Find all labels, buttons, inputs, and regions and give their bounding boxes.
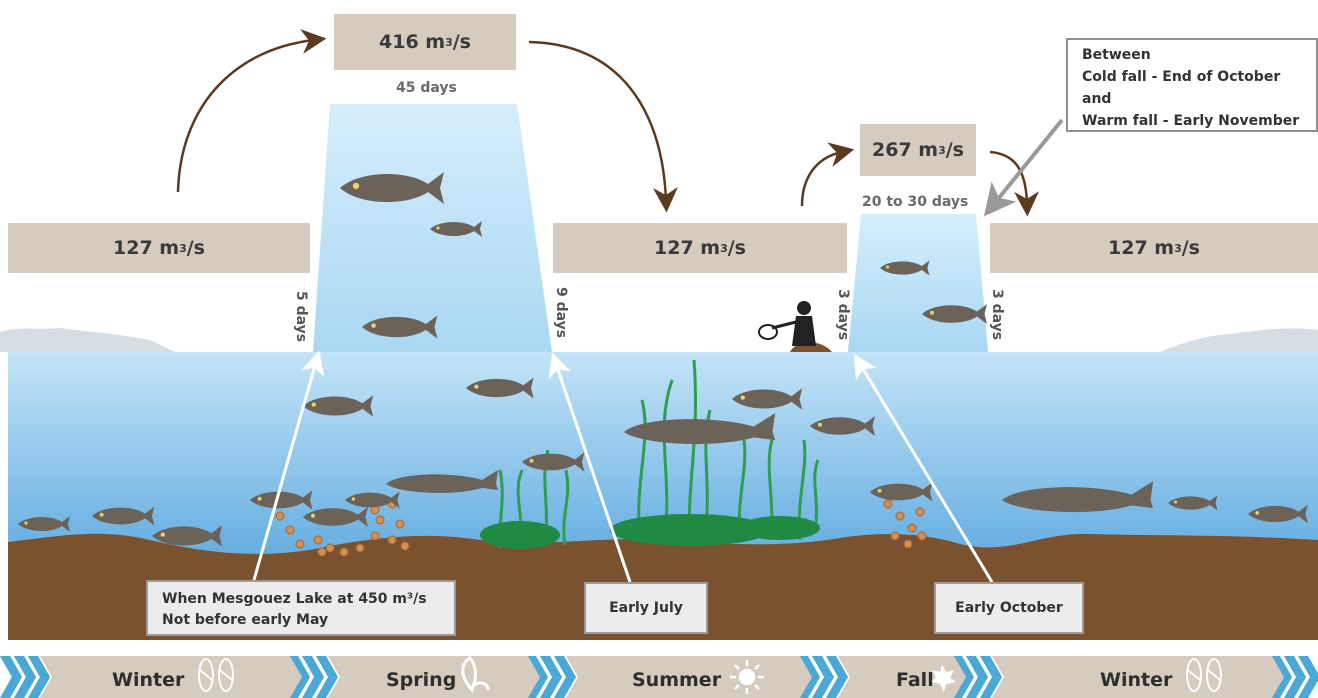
flow-value: 416 m bbox=[379, 31, 446, 53]
note-pointer-arrow bbox=[983, 118, 1064, 217]
shoreline-left bbox=[0, 328, 175, 352]
callout-text: Early October bbox=[955, 600, 1063, 616]
plant-clumps bbox=[480, 514, 820, 549]
note-line: Warm fall - Early November bbox=[1082, 113, 1300, 129]
flow-value: 127 m bbox=[1108, 237, 1175, 259]
flow-unit-exponent: 3 bbox=[720, 241, 728, 255]
shoreline-right bbox=[1160, 328, 1318, 352]
fish-eggs bbox=[275, 499, 927, 557]
flow-unit-exponent: 3 bbox=[1174, 241, 1182, 255]
callout-text: Early July bbox=[609, 600, 683, 616]
timing-arrows bbox=[252, 350, 994, 583]
fall-peak-duration: 20 to 30 days bbox=[862, 194, 969, 210]
summer-timing-callout: Early July bbox=[584, 582, 708, 634]
spring-ramp-up-duration: 5 days bbox=[293, 291, 309, 343]
fall-timing-note: Between Cold fall - End of October and W… bbox=[1066, 38, 1318, 132]
note-line: Between bbox=[1082, 47, 1151, 63]
season-label-summer: Summer bbox=[632, 669, 722, 691]
flow-unit-exponent: 3 bbox=[938, 143, 946, 157]
note-line: and bbox=[1082, 91, 1112, 107]
maple-leaf-icon bbox=[930, 664, 956, 692]
snowshoes-icon-end bbox=[1186, 658, 1222, 692]
fall-ramp-down-duration: 3 days bbox=[989, 289, 1005, 341]
note-line: Cold fall - End of October bbox=[1082, 69, 1281, 85]
season-label-fall: Fall bbox=[896, 669, 934, 691]
sun-icon bbox=[730, 660, 764, 694]
fall-ramp-up-duration: 3 days bbox=[835, 289, 851, 341]
callout-line: Not before early May bbox=[162, 612, 329, 628]
spring-timing-callout: When Mesgouez Lake at 450 m³/s Not befor… bbox=[146, 580, 456, 636]
flow-value: 127 m bbox=[113, 237, 180, 259]
fall-timing-callout: Early October bbox=[934, 582, 1084, 634]
flow-unit-exponent: 3 bbox=[445, 35, 453, 49]
season-label-winter: Winter bbox=[112, 669, 185, 691]
spring-ramp-down-duration: 9 days bbox=[553, 287, 569, 339]
flow-unit: /s bbox=[452, 31, 471, 53]
flow-unit: /s bbox=[945, 139, 964, 161]
flow-unit: /s bbox=[727, 237, 746, 259]
flow-unit: /s bbox=[186, 237, 205, 259]
flow-unit-exponent: 3 bbox=[179, 241, 187, 255]
fisherman-figure bbox=[758, 301, 832, 352]
season-label-winter-end: Winter bbox=[1100, 669, 1173, 691]
fall-peak-water bbox=[848, 214, 988, 352]
season-chevrons bbox=[0, 656, 1318, 698]
spring-peak-duration: 45 days bbox=[396, 80, 457, 96]
season-label-spring: Spring bbox=[386, 669, 457, 691]
snowshoes-icon bbox=[198, 658, 234, 692]
flow-transition-arrows bbox=[176, 29, 1040, 217]
flow-value: 127 m bbox=[654, 237, 721, 259]
flow-value: 267 m bbox=[872, 139, 939, 161]
fleur-de-lis-icon bbox=[461, 656, 490, 693]
callout-line: When Mesgouez Lake at 450 m³/s bbox=[162, 591, 427, 607]
season-bands bbox=[40, 656, 1284, 698]
flow-unit: /s bbox=[1181, 237, 1200, 259]
